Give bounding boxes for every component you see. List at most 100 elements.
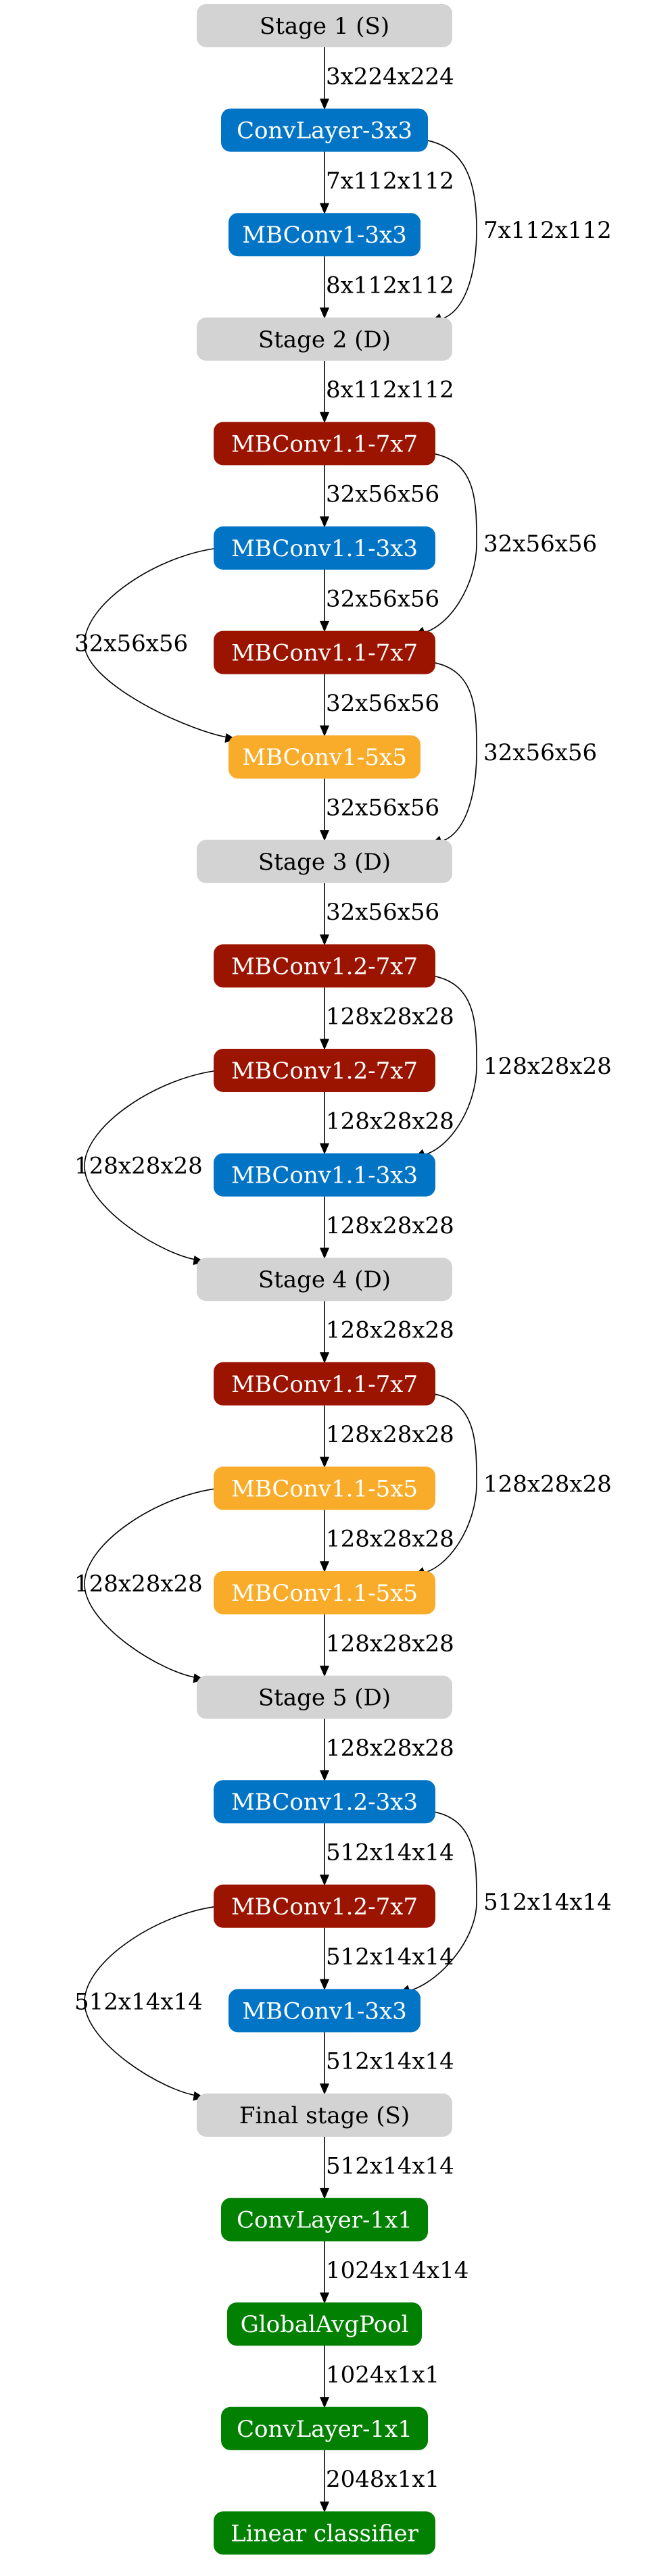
node-label: MBConv1-3x3 xyxy=(242,1998,407,2025)
node-box xyxy=(221,108,428,152)
edge-label-n18-to-n20: 512x14x14 xyxy=(74,1988,203,2015)
node-convlayer-3x3: ConvLayer-3x3 xyxy=(221,108,428,152)
edge-label-n17-to-n19: 512x14x14 xyxy=(483,1889,612,1916)
node-label: MBConv1.1-3x3 xyxy=(231,535,418,562)
edge-label-n1-to-n2: 7x112x112 xyxy=(326,168,454,195)
edge-n14-to-n16: 128x28x28 xyxy=(74,1487,220,1683)
node-label: MBConv1.2-3x3 xyxy=(231,1789,418,1816)
node-mbconv1-1-5x5: MBConv1.1-5x5 xyxy=(214,1466,435,1510)
edge-n17-to-n18: 512x14x14 xyxy=(319,1823,454,1886)
node-label: MBConv1.2-7x7 xyxy=(231,1058,418,1085)
edge-n16-to-n17: 128x28x28 xyxy=(319,1718,454,1781)
node-label: MBConv1.1-7x7 xyxy=(231,640,418,667)
edge-label-n6-to-n7: 32x56x56 xyxy=(326,690,439,717)
node-mbconv1-1-3x3: MBConv1.1-3x3 xyxy=(214,1153,435,1197)
node-mbconv1-2-7x7: MBConv1.2-7x7 xyxy=(214,1049,435,1092)
edge-label-n3-to-n4: 8x112x112 xyxy=(326,376,454,403)
edge-label-n5-to-n7: 32x56x56 xyxy=(74,630,188,658)
edge-n10-to-n12: 128x28x28 xyxy=(74,1070,220,1265)
edge-label-n14-to-n16: 128x28x28 xyxy=(74,1570,203,1597)
node-linear-classifier: Linear classifier xyxy=(214,2511,435,2555)
edge-n9-to-n10: 128x28x28 xyxy=(319,987,454,1050)
node-label: MBConv1.1-5x5 xyxy=(231,1580,418,1607)
edge-label-n10-to-n11: 128x28x28 xyxy=(326,1108,454,1135)
node-globalavgpool: GlobalAvgPool xyxy=(227,2302,422,2346)
edge-label-n15-to-n16: 128x28x28 xyxy=(326,1630,454,1657)
node-box xyxy=(221,2406,428,2450)
edge-label-n21-to-n22: 1024x14x14 xyxy=(326,2257,468,2284)
edge-label-n6-to-n8: 32x56x56 xyxy=(483,739,597,766)
edge-label-n9-to-n11: 128x28x28 xyxy=(483,1053,612,1080)
edge-label-n10-to-n12: 128x28x28 xyxy=(74,1153,203,1180)
node-box xyxy=(221,2198,428,2241)
node-box xyxy=(214,1466,435,1510)
edge-label-n20-to-n21: 512x14x14 xyxy=(326,2152,454,2179)
edge-n6-to-n7: 32x56x56 xyxy=(319,674,439,737)
node-box xyxy=(229,213,420,257)
node-box xyxy=(229,735,420,779)
edge-label-n4-to-n5: 32x56x56 xyxy=(326,481,439,508)
edge-n6-to-n8: 32x56x56 xyxy=(429,661,597,845)
edge-label-n5-to-n6: 32x56x56 xyxy=(326,585,439,612)
edge-n18-to-n20: 512x14x14 xyxy=(74,1906,220,2101)
edge-label-n13-to-n15: 128x28x28 xyxy=(483,1470,612,1497)
node-mbconv1-1-3x3: MBConv1.1-3x3 xyxy=(214,526,435,570)
node-mbconv1-2-7x7: MBConv1.2-7x7 xyxy=(214,944,435,988)
node-box xyxy=(197,317,452,361)
edge-n22-to-n23: 1024x1x1 xyxy=(319,2346,439,2408)
node-box xyxy=(214,526,435,570)
node-box xyxy=(227,2302,422,2346)
node-box xyxy=(197,2094,452,2137)
node-box xyxy=(214,1362,435,1406)
node-box xyxy=(214,630,435,674)
node-final-stage-s: Final stage (S) xyxy=(197,2094,452,2137)
edge-n11-to-n12: 128x28x28 xyxy=(319,1196,454,1259)
node-label: Stage 5 (D) xyxy=(258,1685,391,1712)
node-box xyxy=(214,1049,435,1092)
node-stage-2-d: Stage 2 (D) xyxy=(197,317,452,361)
edge-label-n8-to-n9: 32x56x56 xyxy=(326,899,439,926)
edge-label-n18-to-n19: 512x14x14 xyxy=(326,1943,454,1971)
node-label: MBConv1.2-7x7 xyxy=(231,953,418,980)
edge-n12-to-n13: 128x28x28 xyxy=(319,1301,454,1364)
node-mbconv1-2-3x3: MBConv1.2-3x3 xyxy=(214,1780,435,1824)
node-box xyxy=(214,2511,435,2555)
node-label: MBConv1.1-3x3 xyxy=(231,1162,418,1189)
edge-label-n13-to-n14: 128x28x28 xyxy=(326,1421,454,1448)
edges-layer: 3x224x2247x112x1127x112x1128x112x1128x11… xyxy=(74,47,612,2513)
node-mbconv1-5x5: MBConv1-5x5 xyxy=(229,735,420,779)
edge-label-n2-to-n3: 8x112x112 xyxy=(326,272,454,299)
node-mbconv1-3x3: MBConv1-3x3 xyxy=(229,213,420,257)
edge-label-n0-to-n1: 3x224x224 xyxy=(326,63,454,90)
node-mbconv1-1-7x7: MBConv1.1-7x7 xyxy=(214,630,435,674)
nodes-layer: Stage 1 (S)ConvLayer-3x3MBConv1-3x3Stage… xyxy=(197,4,452,2555)
node-mbconv1-1-7x7: MBConv1.1-7x7 xyxy=(214,422,435,466)
node-label: MBConv1.1-7x7 xyxy=(231,430,418,457)
edge-n23-to-n24: 2048x1x1 xyxy=(319,2450,439,2513)
node-label: ConvLayer-1x1 xyxy=(237,2416,412,2443)
edge-n5-to-n7: 32x56x56 xyxy=(74,547,237,743)
node-mbconv1-1-7x7: MBConv1.1-7x7 xyxy=(214,1362,435,1406)
edge-label-n17-to-n18: 512x14x14 xyxy=(326,1839,454,1866)
node-mbconv1-3x3: MBConv1-3x3 xyxy=(229,1989,420,2033)
node-label: MBConv1-3x3 xyxy=(242,222,407,249)
node-mbconv1-1-5x5: MBConv1.1-5x5 xyxy=(214,1571,435,1614)
node-label: Stage 2 (D) xyxy=(258,326,391,353)
node-stage-4-d: Stage 4 (D) xyxy=(197,1258,452,1302)
edge-label-n7-to-n8: 32x56x56 xyxy=(326,795,439,822)
node-mbconv1-2-7x7: MBConv1.2-7x7 xyxy=(214,1884,435,1928)
node-stage-5-d: Stage 5 (D) xyxy=(197,1675,452,1719)
node-label: GlobalAvgPool xyxy=(241,2311,409,2338)
node-box xyxy=(214,1884,435,1928)
edge-n19-to-n20: 512x14x14 xyxy=(319,2032,454,2095)
edge-n7-to-n8: 32x56x56 xyxy=(319,778,439,841)
node-label: ConvLayer-3x3 xyxy=(237,118,412,145)
node-label: MBConv1.1-5x5 xyxy=(231,1475,418,1502)
node-stage-3-d: Stage 3 (D) xyxy=(197,839,452,883)
node-box xyxy=(214,1571,435,1614)
node-convlayer-1x1: ConvLayer-1x1 xyxy=(221,2406,428,2450)
edge-n10-to-n11: 128x28x28 xyxy=(319,1092,454,1155)
edge-label-n14-to-n15: 128x28x28 xyxy=(326,1526,454,1553)
edge-n14-to-n15: 128x28x28 xyxy=(319,1510,454,1572)
